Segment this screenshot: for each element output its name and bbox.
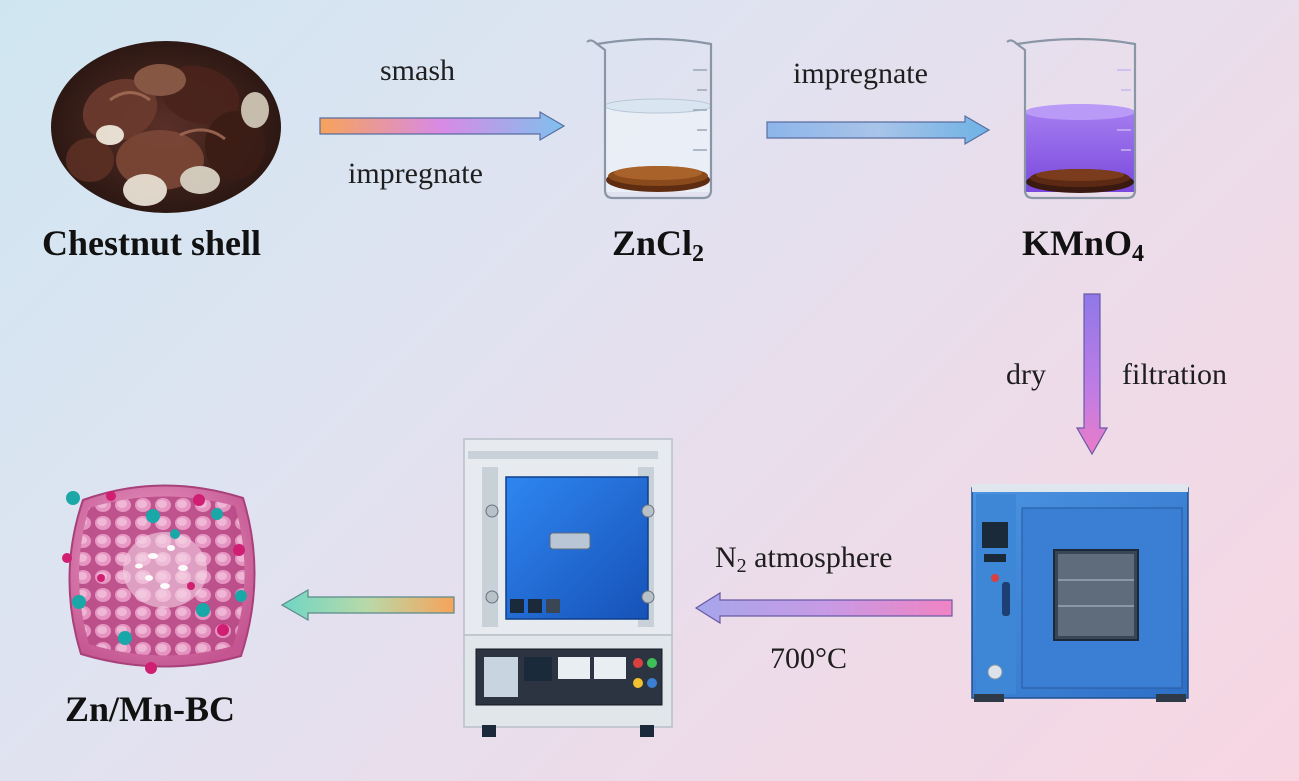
- kmno4-label: KMnO4: [1022, 223, 1145, 267]
- drying-oven-image: [970, 482, 1190, 704]
- arrow-kmno4-to-oven: [1075, 292, 1109, 458]
- edge-label-smash: smash: [380, 54, 455, 87]
- muffle-furnace-image: [462, 437, 674, 739]
- zncl2-label: ZnCl2: [612, 223, 705, 267]
- arrow-oven-to-furnace: [692, 591, 954, 625]
- edge-label-filtration: filtration: [1122, 358, 1227, 391]
- arrow-chestnut-to-zncl2: [318, 110, 568, 142]
- beaker-kmno4: [1003, 30, 1153, 200]
- edge-label-700c: 700°C: [770, 642, 848, 675]
- edge-label-impregnate-1: impregnate: [348, 157, 483, 190]
- beaker-zncl2: [583, 30, 728, 200]
- edge-label-n2-atmosphere: N2 atmosphere: [715, 541, 893, 577]
- arrow-furnace-to-product: [278, 588, 456, 622]
- chestnut-shell-label: Chestnut shell: [42, 223, 262, 263]
- edge-label-dry: dry: [1006, 358, 1046, 391]
- zn-mn-bc-label: Zn/Mn-BC: [65, 689, 236, 729]
- zn-mn-biochar-image: [53, 478, 269, 674]
- edge-label-impregnate-2: impregnate: [793, 57, 928, 90]
- arrow-zncl2-to-kmno4: [765, 114, 993, 146]
- chestnut-shell-image: [50, 40, 282, 215]
